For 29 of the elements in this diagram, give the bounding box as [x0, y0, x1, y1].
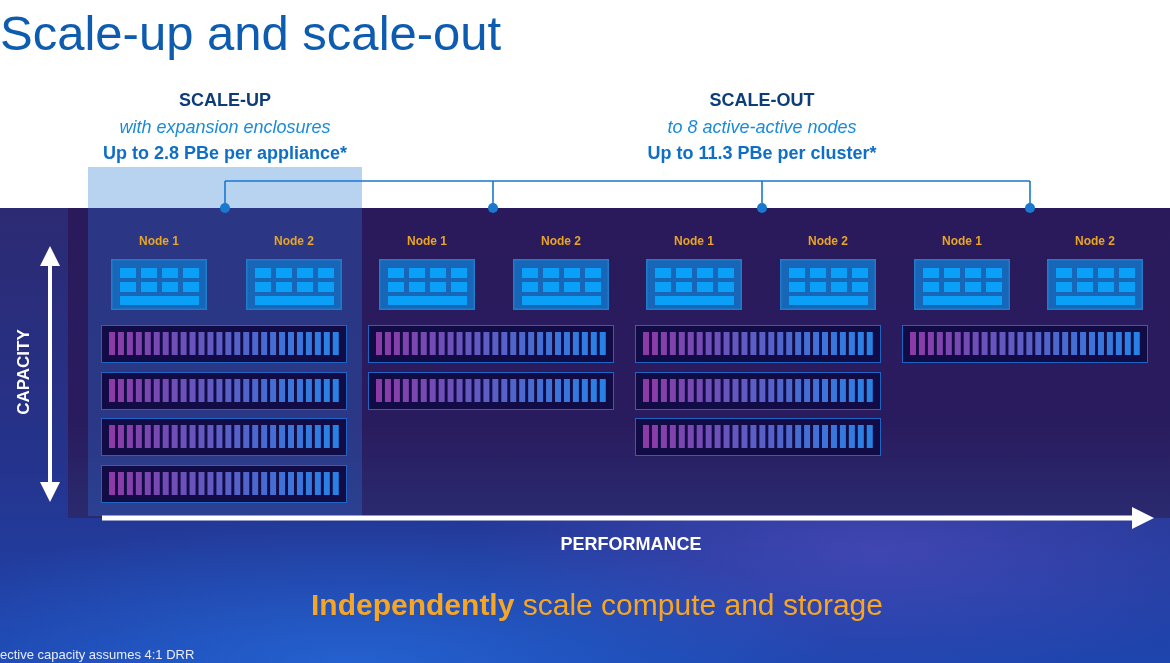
subheading: to 8 active-active nodes: [667, 115, 857, 139]
node-label: Node 1: [139, 233, 179, 249]
axis-label: PERFORMANCE: [560, 533, 702, 555]
subheading: with expansion enclosures: [119, 115, 331, 139]
node-label: Node 2: [1075, 233, 1115, 249]
node-label: Node 1: [942, 233, 982, 249]
drive-enclosure: [635, 418, 881, 456]
capacity-note: Up to 11.3 PBe per cluster*: [647, 142, 877, 165]
drive-enclosure: [635, 372, 881, 410]
section-heading: SCALE-OUT: [709, 89, 815, 112]
axis-label: CAPACITY: [14, 329, 34, 415]
drive-enclosure: [101, 372, 347, 410]
drive-enclosure: [368, 325, 614, 363]
node-label: Node 2: [808, 233, 848, 249]
node-label: Node 1: [407, 233, 447, 249]
drive-enclosure: [902, 325, 1148, 363]
node-label: Node 2: [541, 233, 581, 249]
footnote: ective capacity assumes 4:1 DRR: [0, 647, 195, 663]
node-label: Node 1: [674, 233, 714, 249]
drive-enclosure: [101, 418, 347, 456]
drive-enclosure: [101, 325, 347, 363]
drive-enclosure: [635, 325, 881, 363]
capacity-note: Up to 2.8 PBe per appliance*: [102, 142, 348, 165]
drive-enclosure: [368, 372, 614, 410]
section-heading: SCALE-UP: [179, 89, 271, 112]
tagline: Independently scale compute and storage: [311, 587, 883, 623]
node-label: Node 2: [274, 233, 314, 249]
slide-title: Scale-up and scale-out: [0, 5, 502, 61]
drive-enclosure: [101, 465, 347, 503]
